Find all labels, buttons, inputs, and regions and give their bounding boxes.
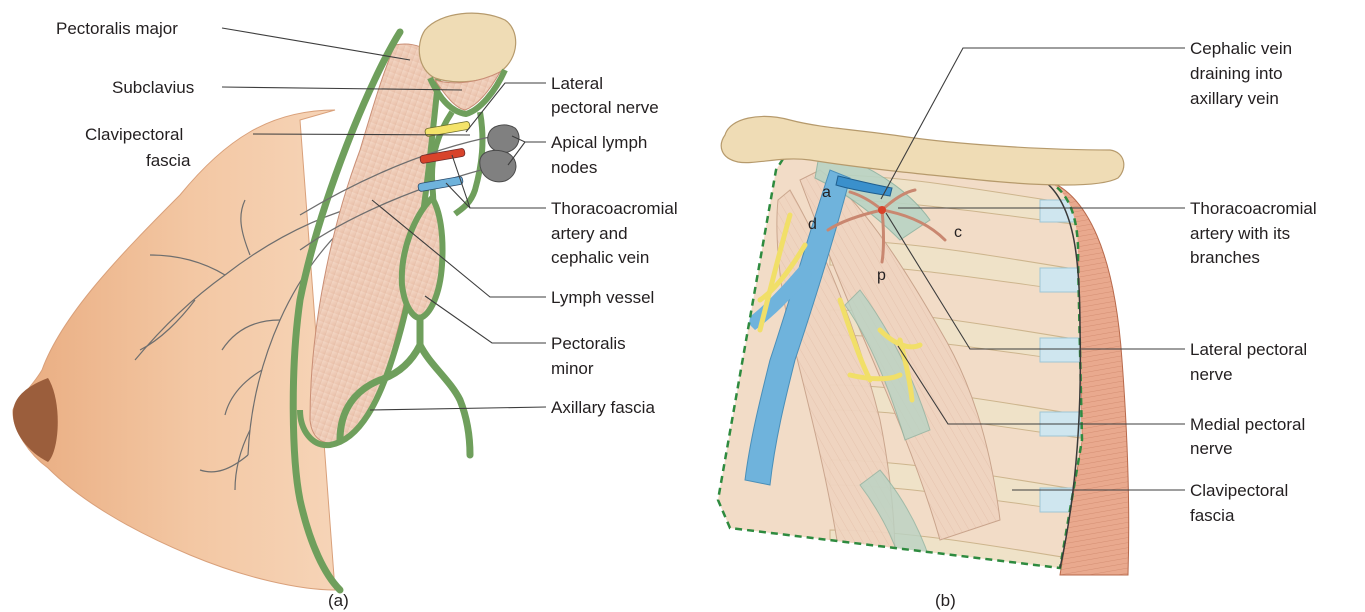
- apical-lymph-node-1: [488, 125, 519, 153]
- label-thoracoacromial-b-line1: Thoracoacromial: [1190, 199, 1317, 218]
- panel-b-illustration: a d c p: [700, 116, 1129, 590]
- label-clavipectoral-fascia-b-line1: Clavipectoral: [1190, 481, 1288, 500]
- label-lateral-pectoral-nerve-line1: Lateral: [551, 74, 603, 93]
- label-thoracoacromial-b-line2: artery with its: [1190, 224, 1290, 243]
- label-apical-lymph-nodes-line2: nodes: [551, 158, 597, 177]
- label-clavipectoral-fascia-line2: fascia: [146, 151, 191, 170]
- branch-marker-d: d: [808, 216, 817, 233]
- label-thoracoacromial-line1: Thoracoacromial: [551, 199, 678, 218]
- label-thoracoacromial-b-line3: branches: [1190, 248, 1260, 267]
- label-pectoralis-minor-line2: minor: [551, 359, 594, 378]
- caption-panel-a: (a): [328, 591, 349, 610]
- label-cephalic-vein-line1: Cephalic vein: [1190, 39, 1292, 58]
- label-thoracoacromial-line3: cephalic vein: [551, 248, 649, 267]
- branch-marker-p: p: [877, 267, 886, 284]
- label-cephalic-vein-line2: draining into: [1190, 64, 1283, 83]
- label-lymph-vessel: Lymph vessel: [551, 288, 654, 307]
- label-clavipectoral-fascia-b-line2: fascia: [1190, 506, 1235, 525]
- label-subclavius: Subclavius: [112, 78, 194, 97]
- label-medial-pectoral-nerve-line2: nerve: [1190, 439, 1233, 458]
- label-axillary-fascia: Axillary fascia: [551, 398, 655, 417]
- breast: [13, 110, 335, 590]
- label-clavipectoral-fascia-line1: Clavipectoral: [85, 125, 183, 144]
- apical-lymph-node-2: [480, 150, 516, 182]
- label-pectoralis-major: Pectoralis major: [56, 19, 178, 38]
- label-pectoralis-minor-line1: Pectoralis: [551, 334, 626, 353]
- caption-panel-b: (b): [935, 591, 956, 610]
- branch-marker-c: c: [954, 224, 962, 241]
- label-apical-lymph-nodes-line1: Apical lymph: [551, 133, 647, 152]
- label-lateral-pectoral-nerve-b-line1: Lateral pectoral: [1190, 340, 1307, 359]
- label-lateral-pectoral-nerve-line2: pectoral nerve: [551, 98, 659, 117]
- panel-a-illustration: [13, 13, 519, 590]
- branch-marker-a: a: [822, 184, 831, 201]
- label-thoracoacromial-line2: artery and: [551, 224, 628, 243]
- label-lateral-pectoral-nerve-b-line2: nerve: [1190, 365, 1233, 384]
- nipple: [13, 378, 58, 462]
- label-medial-pectoral-nerve-line1: Medial pectoral: [1190, 415, 1305, 434]
- label-cephalic-vein-line3: axillary vein: [1190, 89, 1279, 108]
